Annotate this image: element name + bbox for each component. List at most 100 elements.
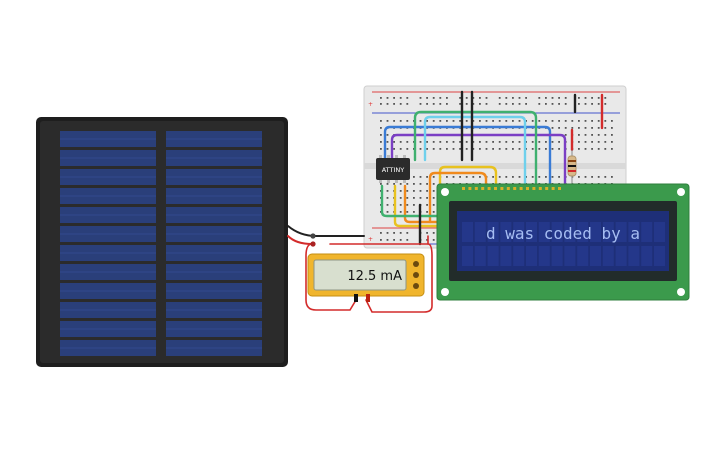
breadboard-hole (426, 176, 428, 178)
breadboard-hole (485, 141, 488, 143)
breadboard-hole (505, 176, 508, 178)
breadboard-hole (604, 127, 607, 129)
chip-pin (395, 155, 398, 158)
breadboard-hole (551, 148, 554, 150)
jumper-wires[interactable] (380, 90, 604, 246)
breadboard-hole (591, 127, 593, 129)
breadboard-hole (538, 103, 541, 105)
breadboard-hole (399, 97, 402, 99)
breadboard-hole (465, 176, 468, 178)
lcd-pin (487, 187, 491, 190)
lcd-module[interactable]: d was coded by a (436, 183, 690, 301)
breadboard-hole (512, 148, 514, 150)
breadboard-hole (446, 141, 448, 143)
breadboard-hole (498, 120, 501, 122)
breadboard-hole (591, 134, 593, 136)
probe-terminal[interactable] (354, 294, 358, 302)
breadboard-hole (611, 176, 613, 178)
breadboard-hole (584, 141, 587, 143)
attiny-chip[interactable]: ATTINY (376, 155, 410, 183)
lcd-pin (513, 187, 517, 190)
breadboard-hole (406, 239, 409, 241)
solar-wires[interactable] (287, 225, 433, 313)
breadboard-hole (512, 176, 514, 178)
breadboard-hole (386, 103, 389, 105)
breadboard-hole (393, 232, 395, 234)
breadboard-hole (584, 103, 587, 105)
breadboard-hole (558, 127, 560, 129)
breadboard-hole (591, 97, 593, 99)
breadboard-hole (591, 141, 593, 143)
breadboard-hole (584, 97, 587, 99)
multimeter[interactable]: 12.5 mA (307, 253, 425, 302)
breadboard-hole (558, 120, 560, 122)
breadboard-hole (426, 211, 428, 213)
lcd-char-cell (513, 222, 525, 242)
breadboard-hole (551, 141, 554, 143)
breadboard-hole (426, 197, 428, 199)
breadboard-hole (439, 97, 442, 99)
breadboard-hole (386, 148, 389, 150)
lcd-char-cell (462, 246, 473, 266)
chip-pin (403, 155, 406, 158)
breadboard-hole (406, 232, 409, 234)
multimeter-knob[interactable] (413, 272, 419, 278)
wire-solar-red[interactable] (287, 235, 313, 245)
wire-cyan[interactable] (423, 115, 527, 187)
probe-terminal[interactable] (366, 294, 370, 302)
wire-yellow[interactable] (438, 165, 498, 224)
breadboard-hole (498, 141, 501, 143)
breadboard-hole (604, 120, 607, 122)
breadboard-hole (505, 148, 508, 150)
breadboard-hole (472, 103, 475, 105)
multimeter-knob[interactable] (413, 261, 419, 267)
lcd-pin (500, 187, 504, 190)
breadboard-hole (479, 148, 481, 150)
breadboard-hole (485, 103, 488, 105)
lcd-char-cell (602, 222, 614, 242)
breadboard-hole (512, 120, 514, 122)
lcd-char-cell (474, 222, 486, 242)
wire-blue[interactable] (383, 125, 552, 187)
breadboard-hole (578, 103, 580, 105)
wire-solar-black[interactable] (287, 225, 365, 237)
mount-hole (441, 288, 449, 296)
breadboard-hole (406, 204, 409, 206)
lcd-pin (545, 187, 549, 190)
wire-green[interactable] (413, 110, 538, 187)
breadboard-hole (413, 190, 415, 192)
lcd-char-cell (538, 246, 550, 266)
rail-plus-label: + (368, 101, 373, 108)
lcd-char-cell (577, 222, 589, 242)
breadboard-hole (446, 97, 448, 99)
wire-purple[interactable] (390, 133, 567, 187)
breadboard-hole (578, 120, 580, 122)
breadboard-hole (432, 97, 435, 99)
breadboard-hole (611, 127, 613, 129)
lcd-char-cell (551, 222, 563, 242)
wire-meter-red[interactable] (305, 243, 357, 311)
wire-green-2[interactable] (380, 184, 457, 218)
wire-meter-red-2[interactable] (329, 243, 433, 313)
lcd-char-cell (538, 222, 550, 242)
multimeter-knob[interactable] (413, 283, 419, 289)
wire-orange[interactable] (428, 171, 488, 224)
breadboard-hole (564, 103, 567, 105)
breadboard-hole (545, 103, 547, 105)
wire-yellow-2[interactable] (393, 184, 472, 228)
lcd-header-pins (462, 187, 561, 190)
breadboard-hole (386, 97, 389, 99)
breadboard-hole (505, 103, 508, 105)
lcd-char-cell (526, 246, 537, 266)
solar-panel[interactable] (36, 117, 288, 367)
breadboard-hole (406, 211, 409, 213)
breadboard-hole (512, 103, 514, 105)
breadboard-hole (426, 239, 428, 241)
breadboard-hole (386, 134, 389, 136)
breadboard-hole (479, 103, 481, 105)
breadboard-hole (518, 103, 521, 105)
wire-orange-2[interactable] (403, 184, 464, 224)
breadboard-hole (380, 232, 382, 234)
resistor[interactable] (567, 150, 577, 185)
breadboard-hole (419, 141, 422, 143)
